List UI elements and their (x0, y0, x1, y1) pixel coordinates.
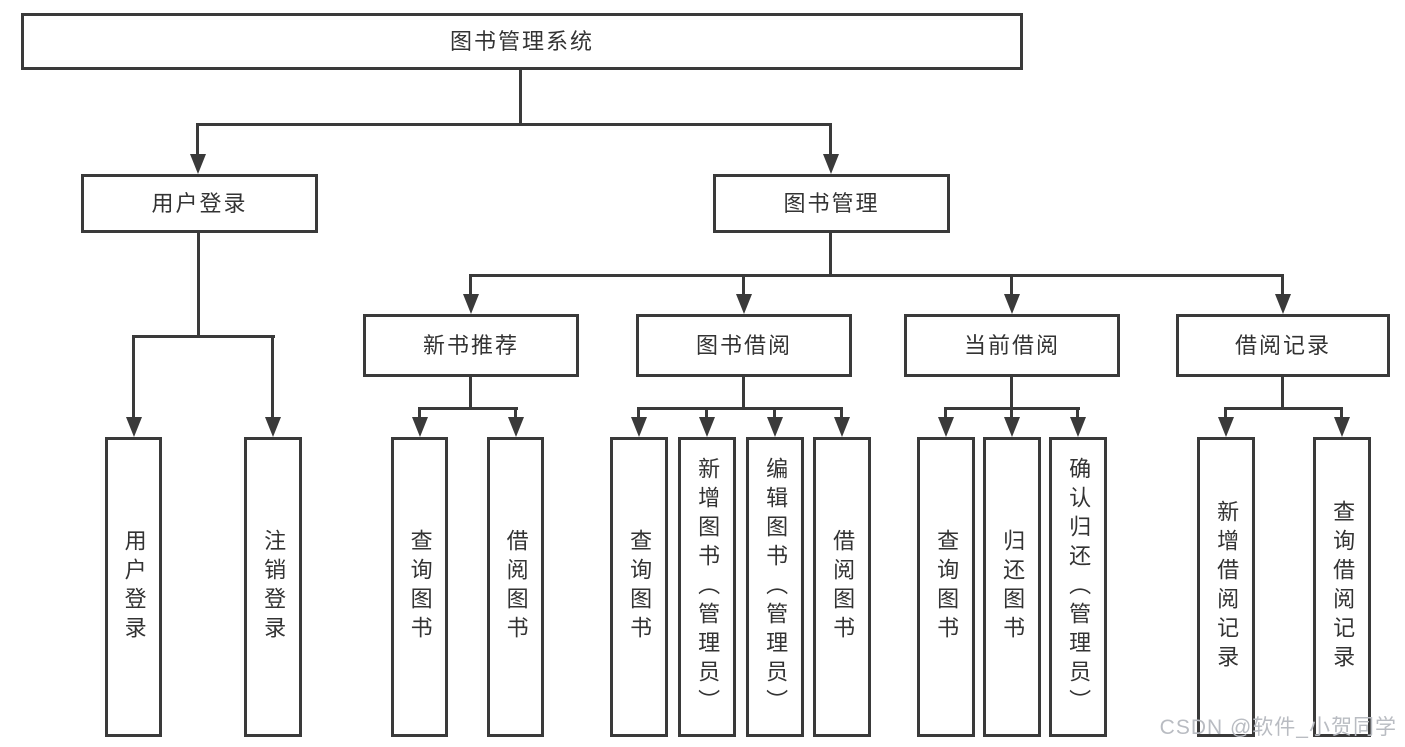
node-leaf-add-book-admin: 新增图书（管理员） (678, 437, 736, 737)
node-label: 用户登录 (151, 190, 248, 216)
node-leaf-edit-book-admin: 编辑图书（管理员） (746, 437, 804, 737)
node-label: 图书管理系统 (449, 28, 594, 54)
node-library-management-system: 图书管理系统 (21, 13, 1023, 70)
arrow-down-icon (463, 294, 479, 314)
arrow-down-icon (126, 417, 142, 437)
arrow-down-icon (412, 417, 428, 437)
connector-line (773, 407, 776, 422)
connector-line (196, 123, 199, 161)
node-label: 编辑图书（管理员） (763, 456, 789, 718)
connector-line (637, 407, 640, 422)
node-label: 图书借阅 (695, 332, 792, 358)
arrow-down-icon (508, 417, 524, 437)
connector-line (132, 335, 135, 421)
node-leaf-logout: 注销登录 (244, 437, 302, 737)
node-label: 新增借阅记录 (1214, 500, 1240, 674)
connector-line (1010, 274, 1013, 298)
node-borrowing-records: 借阅记录 (1176, 314, 1390, 377)
connector-line (469, 376, 472, 408)
connector-line (418, 407, 518, 410)
connector-line (1076, 407, 1079, 422)
node-label: 查询图书 (934, 529, 960, 645)
arrow-down-icon (699, 417, 715, 437)
connector-line (418, 407, 421, 422)
node-leaf-return-books: 归还图书 (983, 437, 1041, 737)
arrow-down-icon (1004, 417, 1020, 437)
connector-line (1281, 376, 1284, 408)
csdn-watermark: CSDN @软件_小贺同学 (1159, 716, 1397, 739)
connector-line (742, 376, 745, 408)
arrow-down-icon (834, 417, 850, 437)
node-leaf-query-borrow-record: 查询借阅记录 (1313, 437, 1371, 737)
node-new-book-recommend: 新书推荐 (363, 314, 579, 377)
node-leaf-query-books-current: 查询图书 (917, 437, 975, 737)
connector-line (1340, 407, 1343, 422)
connector-line (637, 407, 843, 410)
node-leaf-query-books-recommend: 查询图书 (391, 437, 448, 737)
node-label: 查询图书 (627, 529, 653, 645)
connector-line (271, 335, 274, 421)
connector-line (519, 69, 522, 124)
connector-line (514, 407, 517, 422)
connector-line (944, 407, 947, 422)
connector-line (829, 123, 832, 161)
node-book-management-branch: 图书管理 (713, 174, 950, 233)
node-current-borrowing: 当前借阅 (904, 314, 1120, 377)
arrow-down-icon (190, 154, 206, 174)
arrow-down-icon (631, 417, 647, 437)
connector-line (1224, 407, 1343, 410)
connector-line (132, 335, 275, 338)
node-leaf-add-borrow-record: 新增借阅记录 (1197, 437, 1255, 737)
node-label: 注销登录 (261, 529, 287, 645)
node-book-borrowing: 图书借阅 (636, 314, 852, 377)
node-label: 确认归还（管理员） (1066, 456, 1092, 718)
node-user-login-branch: 用户登录 (81, 174, 318, 233)
node-label: 新增图书（管理员） (695, 456, 721, 718)
node-label: 图书管理 (783, 190, 880, 216)
connector-line (1010, 376, 1013, 408)
arrow-down-icon (1070, 417, 1086, 437)
arrow-down-icon (736, 294, 752, 314)
node-leaf-borrow-books-recommend: 借阅图书 (487, 437, 544, 737)
node-leaf-borrow-books: 借阅图书 (813, 437, 871, 737)
connector-line (705, 407, 708, 422)
arrow-down-icon (1334, 417, 1350, 437)
connector-line (197, 232, 200, 336)
connector-line (469, 274, 472, 298)
node-label: 借阅图书 (830, 529, 856, 645)
connector-line (829, 232, 832, 275)
node-label: 查询借阅记录 (1330, 500, 1356, 674)
node-label: 查询图书 (407, 529, 433, 645)
node-label: 新书推荐 (422, 332, 519, 358)
arrow-down-icon (767, 417, 783, 437)
node-label: 归还图书 (1000, 529, 1026, 645)
node-label: 当前借阅 (963, 332, 1060, 358)
node-leaf-query-books-borrow: 查询图书 (610, 437, 668, 737)
arrow-down-icon (265, 417, 281, 437)
node-label: 用户登录 (121, 529, 147, 645)
connector-line (196, 123, 832, 126)
connector-line (469, 274, 1284, 277)
connector-line (1281, 274, 1284, 298)
connector-line (840, 407, 843, 422)
connector-line (742, 274, 745, 298)
arrow-down-icon (1275, 294, 1291, 314)
node-leaf-user-login: 用户登录 (105, 437, 162, 737)
arrow-down-icon (1218, 417, 1234, 437)
connector-line (1224, 407, 1227, 422)
node-leaf-confirm-return-admin: 确认归还（管理员） (1049, 437, 1107, 737)
arrow-down-icon (1004, 294, 1020, 314)
arrow-down-icon (938, 417, 954, 437)
connector-line (1010, 407, 1013, 422)
arrow-down-icon (823, 154, 839, 174)
node-label: 借阅记录 (1234, 332, 1331, 358)
node-label: 借阅图书 (503, 529, 529, 645)
